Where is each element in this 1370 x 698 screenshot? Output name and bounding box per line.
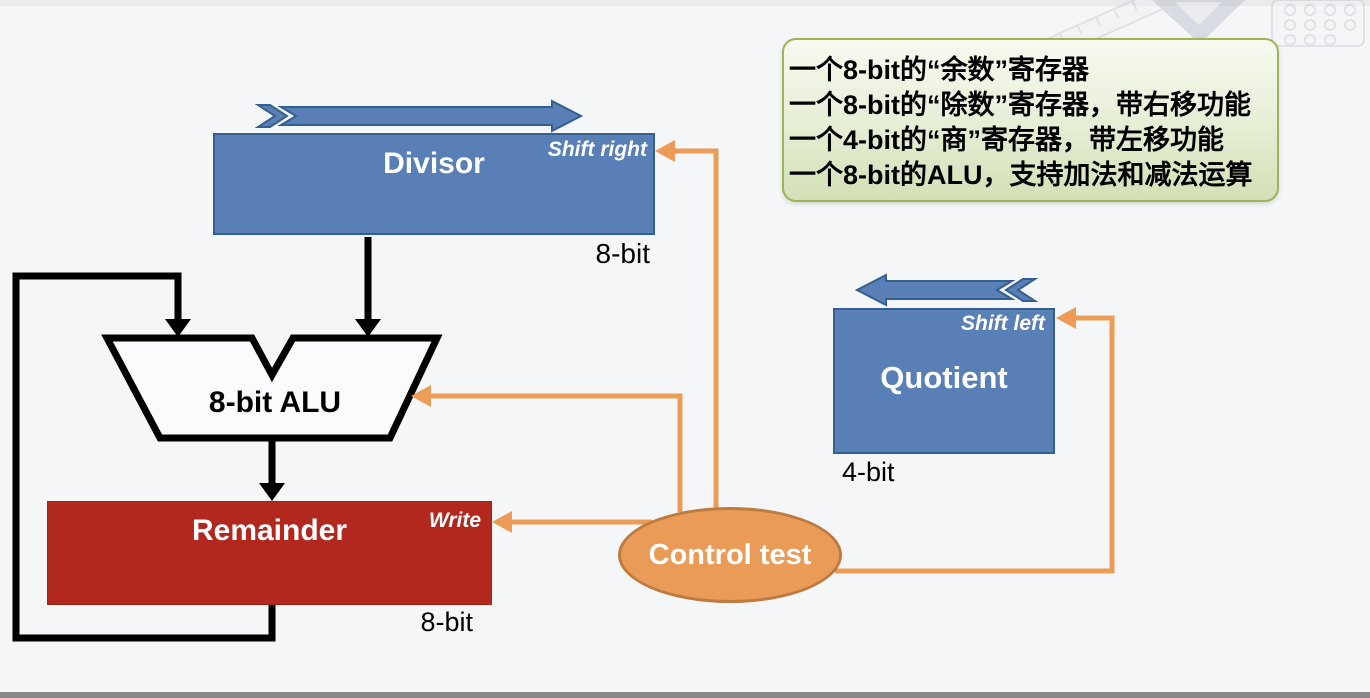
quotient-register: Shift left Quotient — [833, 308, 1055, 454]
shift-left-label: Shift left — [961, 312, 1045, 335]
arrowhead-into-alu-right — [355, 319, 381, 337]
control-to-quotient-line — [835, 315, 1115, 574]
control-to-alu-line — [430, 393, 683, 512]
remainder-width-label: 8-bit — [420, 607, 473, 637]
remainder-register: Remainder Write — [47, 501, 492, 605]
divisor-width-label: 8-bit — [595, 238, 650, 269]
shift-right-label: Shift right — [547, 138, 647, 161]
arrowhead-alu — [411, 385, 431, 407]
alu-shape — [101, 334, 443, 442]
shift-right-arrow-icon — [254, 99, 584, 133]
remainder-label: Remainder — [191, 514, 348, 547]
info-line: 一个8-bit的“除数”寄存器，带右移功能 — [789, 90, 1251, 120]
control-to-divisor-line — [674, 148, 719, 512]
arrowhead-shift-left — [1056, 307, 1076, 329]
arrowhead-shift-right — [655, 140, 675, 162]
control-test-ellipse: Control test — [618, 507, 842, 603]
info-box: 一个8-bit的“余数”寄存器 一个8-bit的“除数”寄存器，带右移功能 一个… — [782, 38, 1279, 202]
shift-left-arrow-icon — [854, 273, 1039, 307]
arrowhead-into-remainder — [259, 483, 285, 501]
top-strip — [0, 0, 1370, 6]
arrowhead-into-alu-left — [165, 319, 191, 337]
arrowhead-write — [492, 511, 512, 533]
control-signal-arrowheads — [411, 140, 1076, 533]
divisor-register: Divisor Shift right — [213, 133, 655, 235]
control-signals — [430, 148, 1115, 574]
alu-to-remainder-path — [259, 436, 285, 501]
info-line: 一个8-bit的ALU，支持加法和减法运算 — [789, 160, 1253, 190]
control-test-label: Control test — [648, 538, 812, 571]
divisor-to-alu-path — [355, 237, 381, 337]
divisor-label: Divisor — [383, 147, 485, 180]
quotient-label: Quotient — [880, 360, 1008, 395]
info-line: 一个8-bit的“余数”寄存器 — [789, 55, 1089, 85]
bottom-bar — [0, 692, 1370, 698]
info-line: 一个4-bit的“商”寄存器，带左移功能 — [789, 125, 1224, 155]
write-label: Write — [428, 509, 481, 532]
remainder-feedback-path — [12, 272, 276, 642]
quotient-width-label: 4-bit — [842, 457, 895, 487]
alu-label: 8-bit ALU — [208, 386, 342, 419]
